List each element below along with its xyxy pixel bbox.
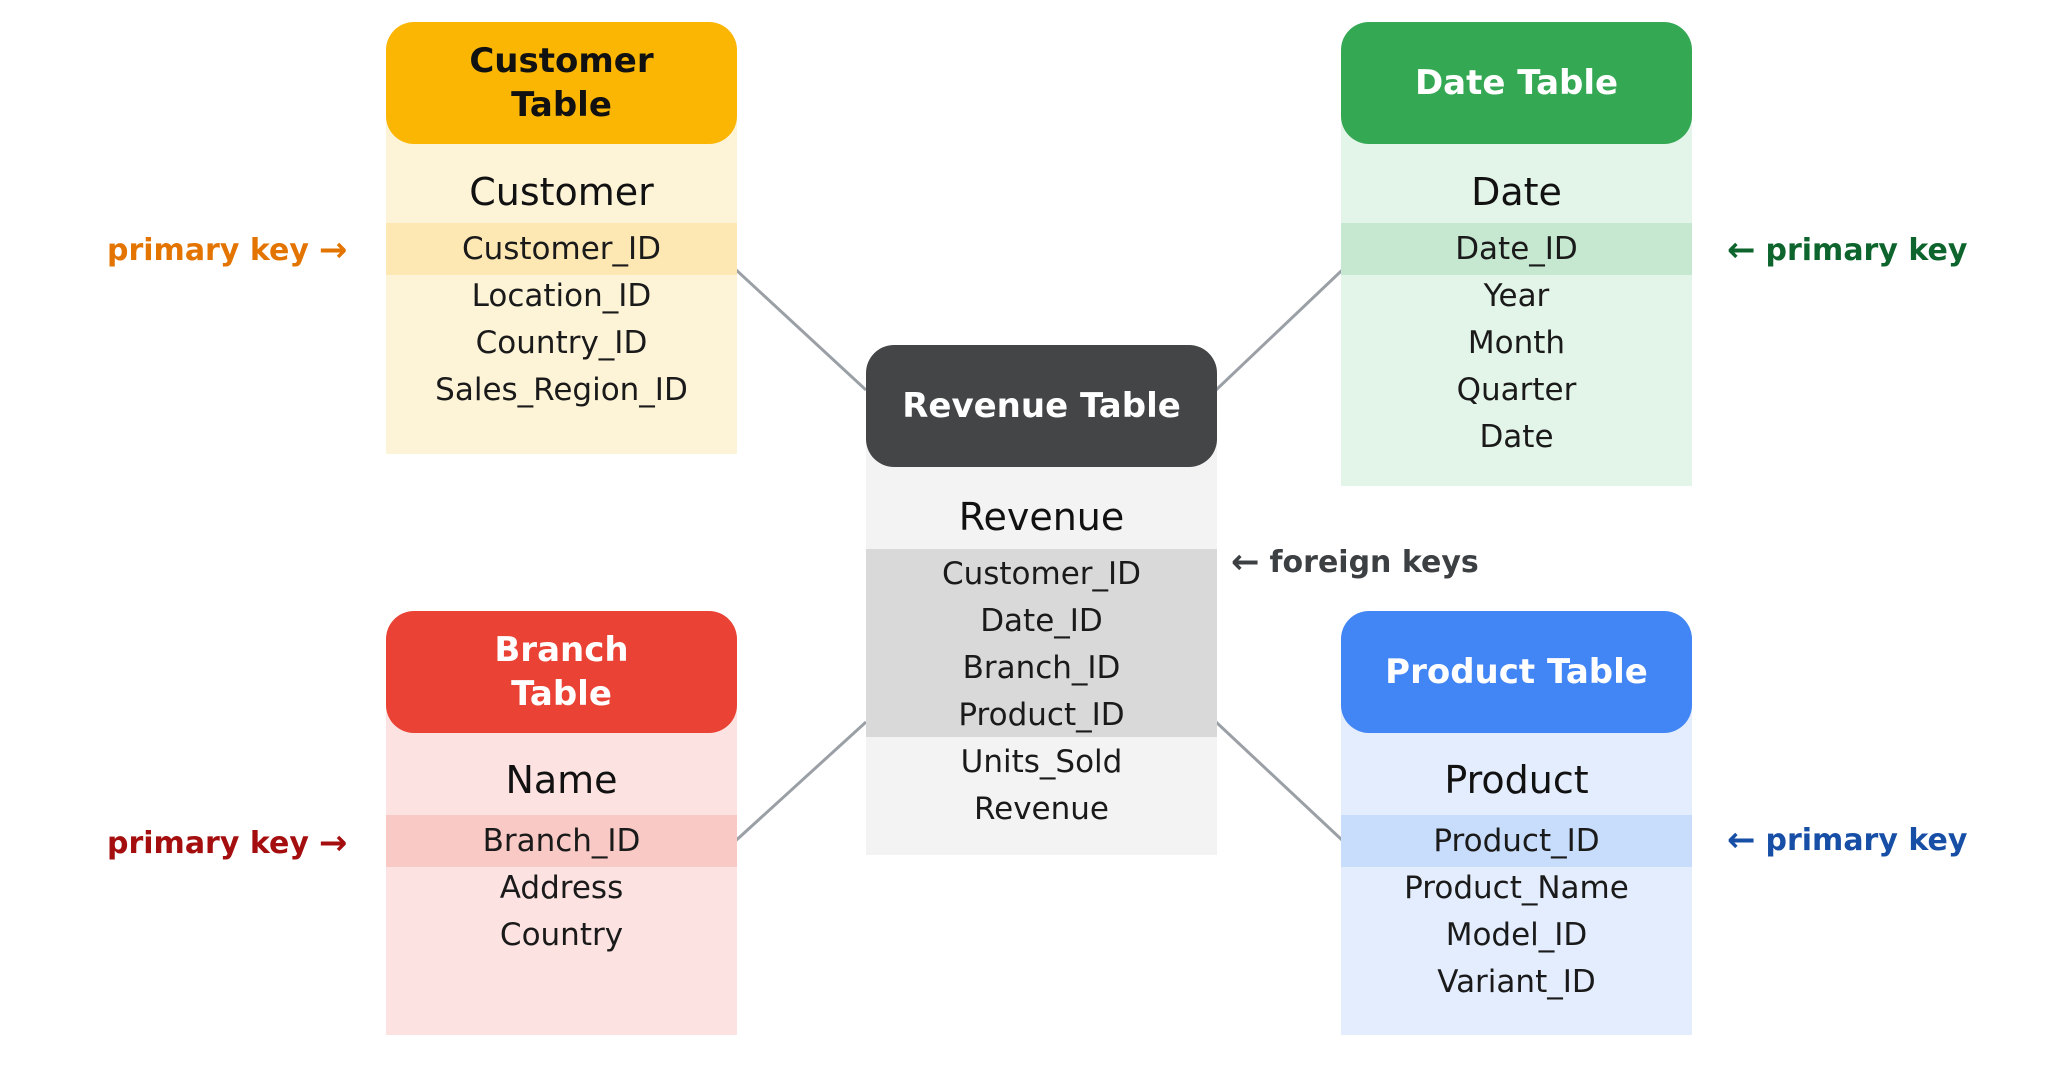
customer-pk-text: primary key — [107, 232, 309, 268]
date-field: Year — [1483, 278, 1550, 314]
product-table: Product Table Product Product_ID Product… — [1341, 611, 1692, 1035]
revenue-field: Branch_ID — [962, 650, 1121, 686]
date-field: Quarter — [1456, 372, 1577, 408]
revenue-field: Product_ID — [958, 697, 1125, 733]
arrow-right-icon: → — [318, 823, 348, 863]
customer-header-line-2: Table — [511, 85, 612, 125]
product-table-header: Product Table — [1341, 611, 1692, 733]
product-pk-text: primary key — [1765, 822, 1968, 858]
arrow-left-icon: ← — [1727, 230, 1756, 270]
revenue-header-line-1: Revenue Table — [902, 386, 1181, 426]
branch-key-band — [386, 815, 737, 867]
arrow-left-icon: ← — [1231, 542, 1260, 582]
revenue-table-header: Revenue Table — [866, 345, 1217, 467]
revenue-foreign-key-band — [866, 549, 1217, 737]
product-entity-name: Product — [1444, 758, 1589, 802]
date-table-header: Date Table — [1341, 22, 1692, 144]
branch-header-line-1: Branch — [494, 630, 629, 670]
customer-field: Sales_Region_ID — [435, 372, 688, 408]
product-key-band — [1341, 815, 1692, 867]
revenue-table: Revenue Table Revenue Customer_ID Date_I… — [866, 345, 1217, 855]
revenue-field: Units_Sold — [960, 744, 1123, 780]
product-field: Model_ID — [1445, 917, 1588, 953]
product-field: Product_ID — [1433, 823, 1600, 859]
customer-field: Country_ID — [475, 325, 648, 361]
revenue-entity-name: Revenue — [958, 495, 1125, 539]
date-primary-key-label: ← primary key — [1727, 230, 1967, 270]
product-header-line-1: Product Table — [1385, 652, 1648, 692]
customer-revenue-link — [718, 253, 868, 392]
customer-key-band — [386, 223, 737, 275]
customer-field: Location_ID — [471, 278, 652, 314]
arrow-left-icon: ← — [1727, 820, 1756, 860]
date-header-line-1: Date Table — [1414, 63, 1619, 103]
date-revenue-link — [1214, 253, 1360, 392]
date-pk-text: primary key — [1765, 232, 1968, 268]
revenue-field: Customer_ID — [941, 556, 1142, 592]
branch-table: Branch Table Name Branch_ID Address Coun… — [386, 611, 737, 1035]
branch-field: Country — [499, 917, 624, 953]
product-primary-key-label: ← primary key — [1727, 820, 1967, 860]
branch-revenue-link — [718, 720, 868, 857]
customer-table-body — [386, 108, 737, 454]
revenue-foreign-keys-label: ← foreign keys — [1231, 542, 1479, 582]
arrow-right-icon: → — [318, 230, 348, 270]
customer-entity-name: Customer — [469, 170, 654, 214]
customer-table: Customer Table Customer Customer_ID Loca… — [386, 22, 737, 454]
branch-field: Branch_ID — [482, 823, 641, 859]
branch-pk-text: primary key — [107, 825, 309, 861]
revenue-fk-text: foreign keys — [1269, 544, 1479, 580]
product-field: Variant_ID — [1437, 964, 1596, 1000]
date-field: Month — [1467, 325, 1566, 361]
customer-field: Customer_ID — [461, 231, 662, 267]
branch-primary-key-label: primary key → — [107, 823, 347, 863]
branch-entity-name: Name — [505, 758, 618, 802]
date-field: Date — [1479, 419, 1554, 455]
date-key-band — [1341, 223, 1692, 275]
branch-field: Address — [499, 870, 624, 906]
revenue-field: Date_ID — [980, 603, 1103, 639]
customer-table-header: Customer Table — [386, 22, 737, 144]
branch-header-line-2: Table — [511, 674, 612, 714]
date-entity-name: Date — [1471, 170, 1562, 214]
product-field: Product_Name — [1404, 870, 1629, 906]
date-field: Date_ID — [1455, 231, 1578, 267]
revenue-field: Revenue — [973, 791, 1109, 827]
date-table: Date Table Date Date_ID Year Month Quart… — [1341, 22, 1692, 486]
customer-header-line-1: Customer — [469, 41, 654, 81]
branch-table-header: Branch Table — [386, 611, 737, 733]
customer-primary-key-label: primary key → — [107, 230, 347, 270]
product-revenue-link — [1214, 720, 1360, 857]
date-table-body — [1341, 108, 1692, 486]
